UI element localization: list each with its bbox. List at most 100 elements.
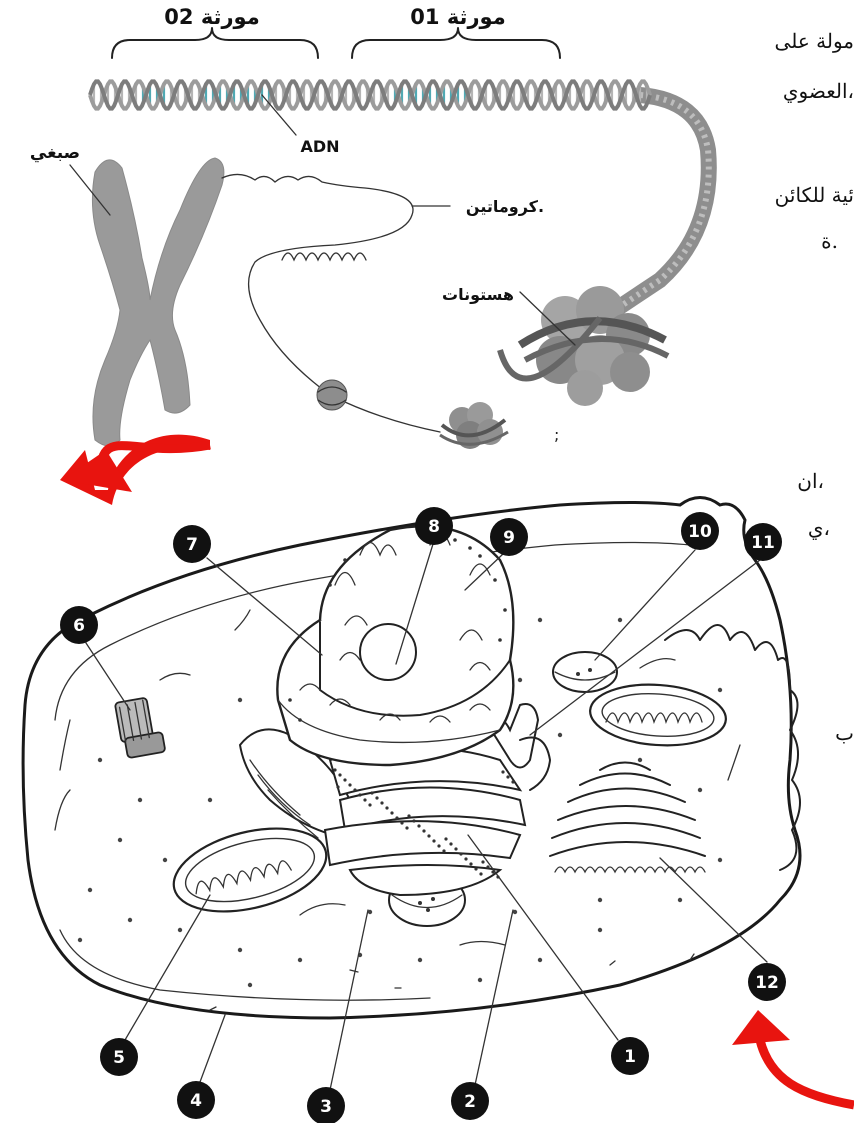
dna-coil-tail xyxy=(600,95,709,320)
ribosome-dot xyxy=(417,824,420,827)
cytoplasm-dot xyxy=(78,938,82,942)
cytoplasm-dot xyxy=(118,838,122,842)
gene-1-brace xyxy=(352,28,560,58)
nucleosome-medium xyxy=(440,402,508,449)
cytoplasm-dot xyxy=(248,983,252,987)
dna-label: ADN xyxy=(300,137,339,156)
ribosome-dot xyxy=(348,783,351,786)
badge-12: 12 xyxy=(748,963,786,1001)
cytoplasm-dot xyxy=(598,928,602,932)
svg-text:2: 2 xyxy=(464,1092,476,1112)
cytoplasm-dot xyxy=(88,888,92,892)
ribosome-dot xyxy=(385,806,388,809)
cytoplasm-dot xyxy=(718,858,722,862)
ribosome-dot xyxy=(449,842,452,845)
badge-10: 10 xyxy=(681,512,719,550)
ribosome-dot xyxy=(338,773,341,776)
cytoplasm-dot xyxy=(638,758,642,762)
svg-text:9: 9 xyxy=(503,528,515,548)
chromosome-label: صبغي xyxy=(30,143,80,163)
ribosome-dot xyxy=(336,785,339,788)
cytoplasm-dot xyxy=(298,958,302,962)
nucleosome-small xyxy=(317,380,347,410)
ribosome-dot xyxy=(474,867,477,870)
ribosome-dot xyxy=(390,811,393,814)
arrow-right-head xyxy=(732,1010,790,1045)
nuclear-pore xyxy=(288,698,292,702)
ribosome-dot xyxy=(501,770,504,773)
animal-cell: 1 2 3 4 5 6 7 8 9 10 11 12 xyxy=(23,498,800,1123)
side-text-line-3: ئية للكائن xyxy=(775,183,854,207)
cytoplasm-dot xyxy=(538,958,542,962)
chromosome: صبغي xyxy=(30,143,224,446)
stray-mark: ; xyxy=(554,425,559,444)
svg-text:3: 3 xyxy=(320,1097,332,1117)
nucleolus xyxy=(360,624,416,680)
ribosome-dot xyxy=(481,860,484,863)
gene-2-label: مورثة 02 xyxy=(164,5,259,29)
ribosome-dot xyxy=(375,796,378,799)
ribosome-dot xyxy=(363,798,366,801)
nuclear-pore xyxy=(498,638,502,642)
ribosome-dot xyxy=(437,844,440,847)
cytoplasm-dot xyxy=(98,758,102,762)
ribosome-dot xyxy=(343,778,346,781)
cytoplasm-dot xyxy=(538,618,542,622)
ribosome-dot xyxy=(459,852,462,855)
cytoplasm-dot xyxy=(558,733,562,737)
badge-9: 9 xyxy=(490,518,528,556)
side-text-line-1: مولة على xyxy=(775,29,854,53)
ribosome-dot xyxy=(400,821,403,824)
cytoplasm-dot xyxy=(598,898,602,902)
ribosome-dot xyxy=(486,865,489,868)
cytoplasm-dot xyxy=(618,618,622,622)
cytoplasm-dot xyxy=(138,798,142,802)
badge-6: 6 xyxy=(60,606,98,644)
side-text-line-5: ان، xyxy=(797,469,824,493)
chromatin-label: كروماتين. xyxy=(466,197,544,216)
nuclear-pore xyxy=(453,538,457,542)
svg-text:6: 6 xyxy=(73,616,85,636)
ribosome-dot xyxy=(395,816,398,819)
ribosome-dot xyxy=(427,834,430,837)
ribosome-dot xyxy=(407,814,410,817)
cytoplasm-dot xyxy=(163,858,167,862)
chromatin-coil xyxy=(282,253,366,260)
cytoplasm-dot xyxy=(678,898,682,902)
nuclear-pore xyxy=(343,558,347,562)
dna-strands xyxy=(90,81,650,108)
chromosome-body xyxy=(92,158,223,446)
nuclear-pore xyxy=(328,583,332,587)
ribosome-dot xyxy=(444,837,447,840)
ribosome-dot xyxy=(368,803,371,806)
side-text-line-6: ي، xyxy=(808,516,830,540)
nuclear-pore xyxy=(298,718,302,722)
ribosome-dot xyxy=(380,801,383,804)
svg-text:4: 4 xyxy=(190,1091,202,1111)
cytoplasm-dot xyxy=(238,948,242,952)
badge-5: 5 xyxy=(100,1038,138,1076)
ribosome-dot xyxy=(358,793,361,796)
ribosome-dot xyxy=(412,819,415,822)
cytoplasm-dot xyxy=(178,928,182,932)
arrow-right-shaft xyxy=(760,1040,854,1105)
ribosome-dot xyxy=(333,768,336,771)
cytoplasm-dot xyxy=(418,958,422,962)
ribosome-dot xyxy=(454,847,457,850)
side-text-line-2: العضوي، xyxy=(783,79,854,103)
ribosome-dot xyxy=(442,849,445,852)
ribosome-dot xyxy=(506,775,509,778)
gene-2-brace xyxy=(112,28,318,58)
chromatin: كروماتين. هستونات ; xyxy=(222,174,668,449)
badge-1: 1 xyxy=(611,1037,649,1075)
svg-text:1: 1 xyxy=(624,1047,636,1067)
gene-1-label: مورثة 01 xyxy=(410,5,505,29)
nuclear-pore xyxy=(468,546,472,550)
cytoplasm-dot xyxy=(238,698,242,702)
side-text-line-7: ب xyxy=(835,721,854,745)
svg-text:5: 5 xyxy=(113,1048,125,1068)
cytoplasm-dot xyxy=(718,688,722,692)
ribosome-dot xyxy=(469,862,472,865)
ribosome-dot xyxy=(432,839,435,842)
